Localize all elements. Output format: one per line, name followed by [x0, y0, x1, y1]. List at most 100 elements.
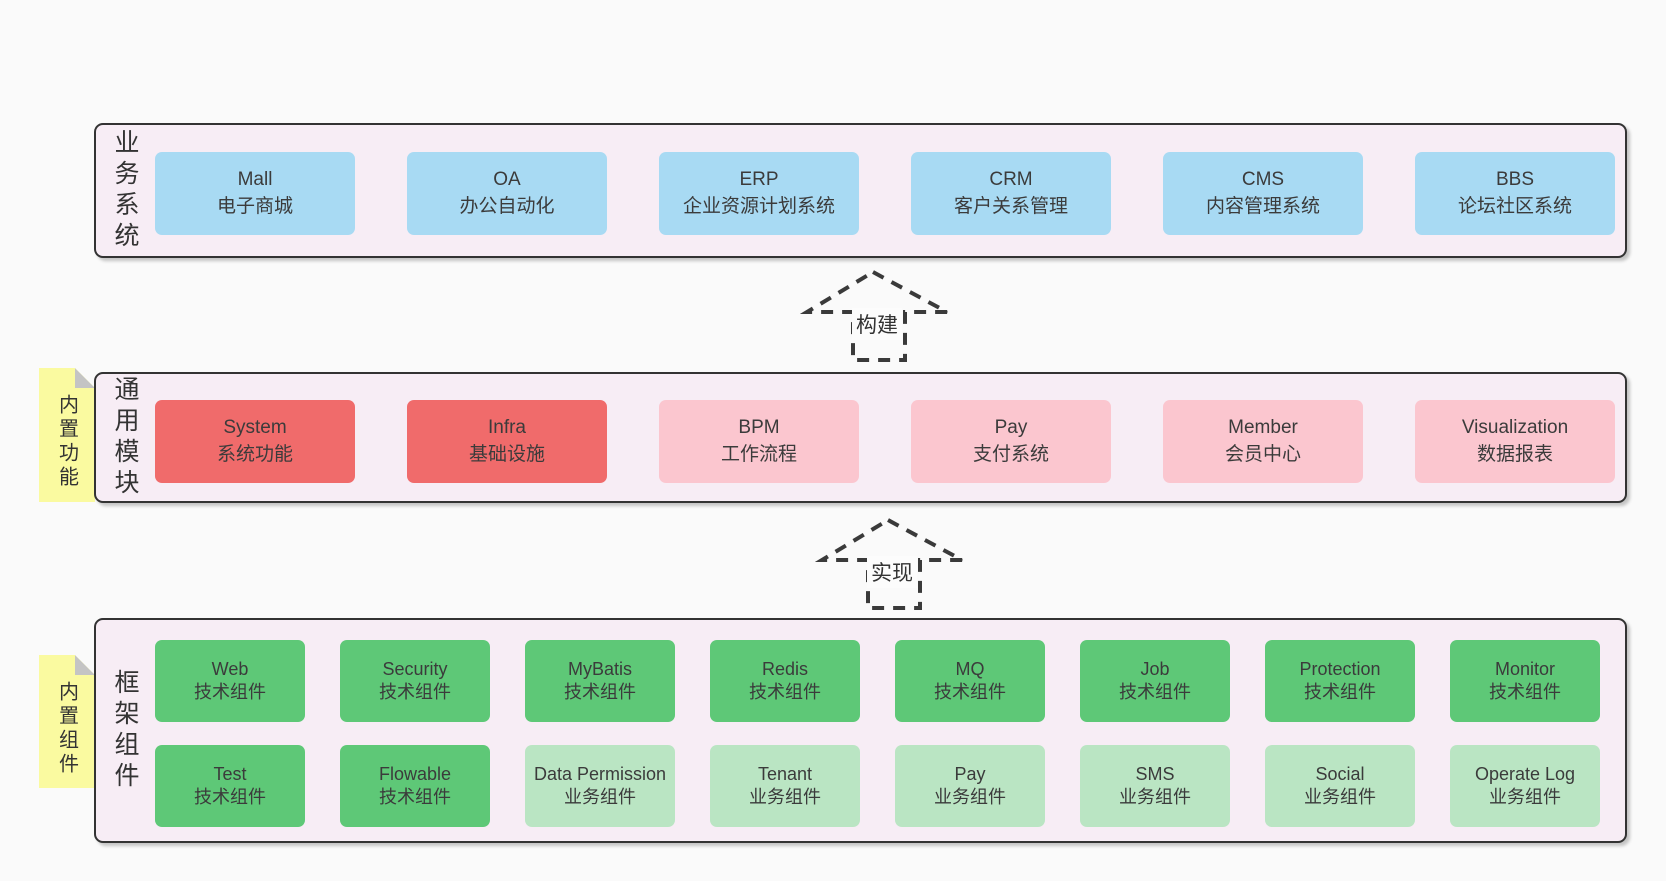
- business-boxes-row: Mall 电子商城 OA 办公自动化 ERP 企业资源计划系统 CRM 客户关系管理 CMS 内容…: [155, 152, 1615, 235]
- box-title: Operate Log: [1474, 763, 1576, 784]
- sticky-tab-built-in-components: 内置组件: [39, 655, 95, 788]
- box-cms: CMS 内容管理系统: [1163, 152, 1363, 235]
- layer-common-modules: 通用模块 System 系统功能 Infra 基础设施 BPM 工作流程 Pay 支付系统 Me…: [94, 372, 1627, 503]
- box-pay: Pay 支付系统: [911, 400, 1111, 483]
- box-job: Job 技术组件: [1080, 640, 1230, 722]
- box-subtitle: 技术组件: [379, 682, 451, 702]
- box-subtitle: 技术组件: [1489, 682, 1561, 702]
- box-title: ERP: [739, 169, 779, 191]
- box-title: OA: [493, 169, 521, 191]
- box-subtitle: 工作流程: [720, 443, 797, 465]
- modules-boxes-row: System 系统功能 Infra 基础设施 BPM 工作流程 Pay 支付系统 Member 会…: [155, 400, 1615, 483]
- box-infra: Infra 基础设施: [407, 400, 607, 483]
- box-mybatis: MyBatis 技术组件: [525, 640, 675, 722]
- box-title: System: [223, 417, 287, 439]
- box-monitor: Monitor 技术组件: [1450, 640, 1600, 722]
- box-subtitle: 业务组件: [1489, 787, 1561, 807]
- box-subtitle: 基础设施: [468, 443, 545, 465]
- box-flowable: Flowable 技术组件: [340, 745, 490, 827]
- box-title: MQ: [955, 658, 985, 679]
- box-subtitle: 支付系统: [972, 443, 1049, 465]
- box-test: Test 技术组件: [155, 745, 305, 827]
- layer-label-business-systems: 业务系统: [111, 128, 139, 253]
- layer-business-systems: 业务系统 Mall 电子商城 OA 办公自动化 ERP 企业资源计划系统 CRM 客户关系管理…: [94, 123, 1627, 258]
- box-mq: MQ 技术组件: [895, 640, 1045, 722]
- box-member: Member 会员中心: [1163, 400, 1363, 483]
- box-mall: Mall 电子商城: [155, 152, 355, 235]
- box-redis: Redis 技术组件: [710, 640, 860, 722]
- box-protection: Protection 技术组件: [1265, 640, 1415, 722]
- box-subtitle: 技术组件: [934, 682, 1006, 702]
- box-title: Social: [1315, 763, 1365, 784]
- box-title: Visualization: [1461, 417, 1569, 439]
- box-title: BBS: [1495, 169, 1535, 191]
- box-operate-log: Operate Log 业务组件: [1450, 745, 1600, 827]
- box-data-permission: Data Permission 业务组件: [525, 745, 675, 827]
- folded-corner-icon: [75, 655, 95, 675]
- box-title: Flowable: [378, 763, 452, 784]
- box-subtitle: 内容管理系统: [1205, 195, 1320, 217]
- box-subtitle: 技术组件: [749, 682, 821, 702]
- box-title: Member: [1228, 417, 1298, 439]
- box-title: CRM: [989, 169, 1033, 191]
- box-title: Redis: [761, 658, 809, 679]
- box-title: Mall: [237, 169, 273, 191]
- box-title: Infra: [487, 417, 527, 439]
- sticky-tab-label: 内置功能: [55, 394, 78, 490]
- box-erp: ERP 企业资源计划系统: [659, 152, 859, 235]
- box-title: Job: [1140, 658, 1170, 679]
- implement-arrow-label: 实现: [867, 556, 917, 588]
- box-subtitle: 技术组件: [379, 787, 451, 807]
- box-title: Monitor: [1494, 658, 1556, 679]
- box-sms: SMS 业务组件: [1080, 745, 1230, 827]
- box-system: System 系统功能: [155, 400, 355, 483]
- box-subtitle: 企业资源计划系统: [682, 195, 835, 217]
- box-title: Test: [213, 763, 247, 784]
- box-title: CMS: [1241, 169, 1285, 191]
- box-subtitle: 办公自动化: [459, 195, 555, 217]
- box-title: Protection: [1299, 658, 1381, 679]
- folded-corner-icon: [75, 368, 95, 388]
- box-title: BPM: [738, 417, 780, 439]
- box-oa: OA 办公自动化: [407, 152, 607, 235]
- box-title: Pay: [954, 763, 986, 784]
- box-subtitle: 客户关系管理: [953, 195, 1068, 217]
- box-subtitle: 系统功能: [216, 443, 293, 465]
- box-social: Social 业务组件: [1265, 745, 1415, 827]
- box-subtitle: 技术组件: [564, 682, 636, 702]
- build-arrow-label: 构建: [852, 308, 902, 340]
- box-subtitle: 会员中心: [1224, 443, 1301, 465]
- box-subtitle: 业务组件: [1119, 787, 1191, 807]
- box-bbs: BBS 论坛社区系统: [1415, 152, 1615, 235]
- box-title: SMS: [1135, 763, 1175, 784]
- box-crm: CRM 客户关系管理: [911, 152, 1111, 235]
- box-subtitle: 数据报表: [1476, 443, 1553, 465]
- box-title: Security: [382, 658, 448, 679]
- box-subtitle: 技术组件: [1119, 682, 1191, 702]
- box-title: MyBatis: [567, 658, 632, 679]
- box-subtitle: 业务组件: [934, 787, 1006, 807]
- box-subtitle: 电子商城: [216, 195, 293, 217]
- box-subtitle: 业务组件: [564, 787, 636, 807]
- box-subtitle: 技术组件: [1304, 682, 1376, 702]
- box-title: Web: [211, 658, 249, 679]
- layer-label-framework-components: 框架组件: [111, 668, 139, 793]
- box-title: Pay: [994, 417, 1028, 439]
- box-subtitle: 业务组件: [1304, 787, 1376, 807]
- box-title: Data Permission: [533, 763, 667, 784]
- box-subtitle: 技术组件: [194, 787, 266, 807]
- box-security: Security 技术组件: [340, 640, 490, 722]
- sticky-tab-built-in-features: 内置功能: [39, 368, 95, 502]
- box-subtitle: 技术组件: [194, 682, 266, 702]
- box-subtitle: 论坛社区系统: [1457, 195, 1572, 217]
- box-web: Web 技术组件: [155, 640, 305, 722]
- box-bpm: BPM 工作流程: [659, 400, 859, 483]
- layer-label-common-modules: 通用模块: [111, 375, 139, 500]
- box-title: Tenant: [757, 763, 813, 784]
- box-pay: Pay 业务组件: [895, 745, 1045, 827]
- box-visualization: Visualization 数据报表: [1415, 400, 1615, 483]
